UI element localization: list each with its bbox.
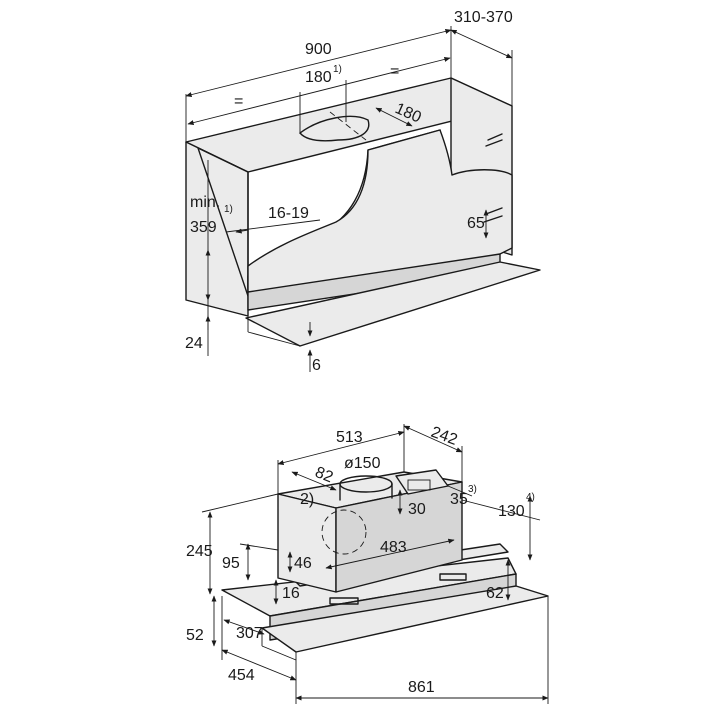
dim-panel-label: 6 bbox=[312, 357, 321, 374]
hood-slider-handle bbox=[439, 573, 467, 581]
ext-line bbox=[461, 499, 541, 521]
dim-cutout-label: 180 bbox=[305, 69, 332, 86]
duct-wall bbox=[339, 483, 393, 501]
dim-line-454 bbox=[221, 649, 297, 681]
dim-min-label: min. bbox=[190, 194, 220, 211]
dim-side-label: 16-19 bbox=[268, 205, 309, 222]
dim-equal-right: = bbox=[390, 63, 399, 80]
note-2: 2) bbox=[300, 491, 314, 508]
dim-bracket-label: 65 bbox=[467, 215, 485, 232]
ext-line bbox=[447, 485, 473, 497]
dim-454: 454 bbox=[228, 667, 255, 684]
dim-307: 307 bbox=[236, 625, 263, 642]
dim-16: 16 bbox=[282, 585, 300, 602]
dim-body-width: 513 bbox=[336, 429, 363, 446]
hood-unit-drawing: 513 242 ø150 82 2) 35 3) 130 4) 30 245 9… bbox=[186, 424, 549, 704]
ext-line bbox=[239, 543, 279, 551]
dim-52: 52 bbox=[186, 627, 204, 644]
dim-130-note: 4) bbox=[526, 492, 535, 503]
hood-body-front bbox=[277, 493, 337, 593]
dim-483: 483 bbox=[380, 539, 407, 556]
dim-35: 35 bbox=[450, 491, 468, 508]
dim-62: 62 bbox=[486, 585, 504, 602]
cabinet-drawing: 900 310-370 = = 180 1) 180 min. 359 1) 1… bbox=[185, 9, 541, 374]
hood-glass-panel bbox=[245, 261, 541, 347]
dim-bottom-label: 24 bbox=[185, 335, 203, 352]
dim-duct: ø150 bbox=[344, 455, 381, 472]
dim-line-cutout-row bbox=[187, 56, 451, 126]
dim-line-82 bbox=[291, 471, 337, 491]
dim-line-307 bbox=[223, 619, 265, 635]
hood-slider-handle bbox=[329, 597, 359, 605]
dim-depth-label: 310-370 bbox=[454, 9, 513, 26]
dim-line-900 bbox=[185, 28, 452, 98]
cutout-centerline bbox=[329, 111, 367, 141]
dim-offset: 82 bbox=[313, 464, 336, 486]
dim-46: 46 bbox=[294, 555, 312, 572]
dim-line-cutout-depth bbox=[375, 107, 413, 127]
dim-line-483 bbox=[325, 538, 455, 570]
dim-30: 30 bbox=[408, 501, 426, 518]
dim-130: 130 bbox=[498, 503, 525, 520]
side-bracket-upper bbox=[485, 133, 503, 147]
dim-line-513 bbox=[277, 430, 405, 466]
dim-min-note: 1) bbox=[224, 204, 233, 215]
dim-35-note: 3) bbox=[468, 484, 477, 495]
dim-width-label: 900 bbox=[305, 41, 332, 58]
dim-equal-left: = bbox=[234, 93, 243, 110]
dim-line-242 bbox=[403, 425, 463, 453]
dim-95: 95 bbox=[222, 555, 240, 572]
panel-front-edge bbox=[247, 331, 301, 347]
dim-245: 245 bbox=[186, 543, 213, 560]
dim-arrow-side bbox=[235, 228, 249, 234]
damper-block bbox=[407, 479, 431, 491]
ext-line bbox=[201, 493, 279, 513]
dim-line-depth bbox=[450, 29, 513, 59]
dim-body-depth: 242 bbox=[429, 424, 460, 449]
dim-861: 861 bbox=[408, 679, 435, 696]
hood-inner-panel bbox=[247, 129, 513, 293]
dim-cutout-note: 1) bbox=[333, 64, 342, 75]
dim-min-height: 359 bbox=[190, 219, 217, 236]
